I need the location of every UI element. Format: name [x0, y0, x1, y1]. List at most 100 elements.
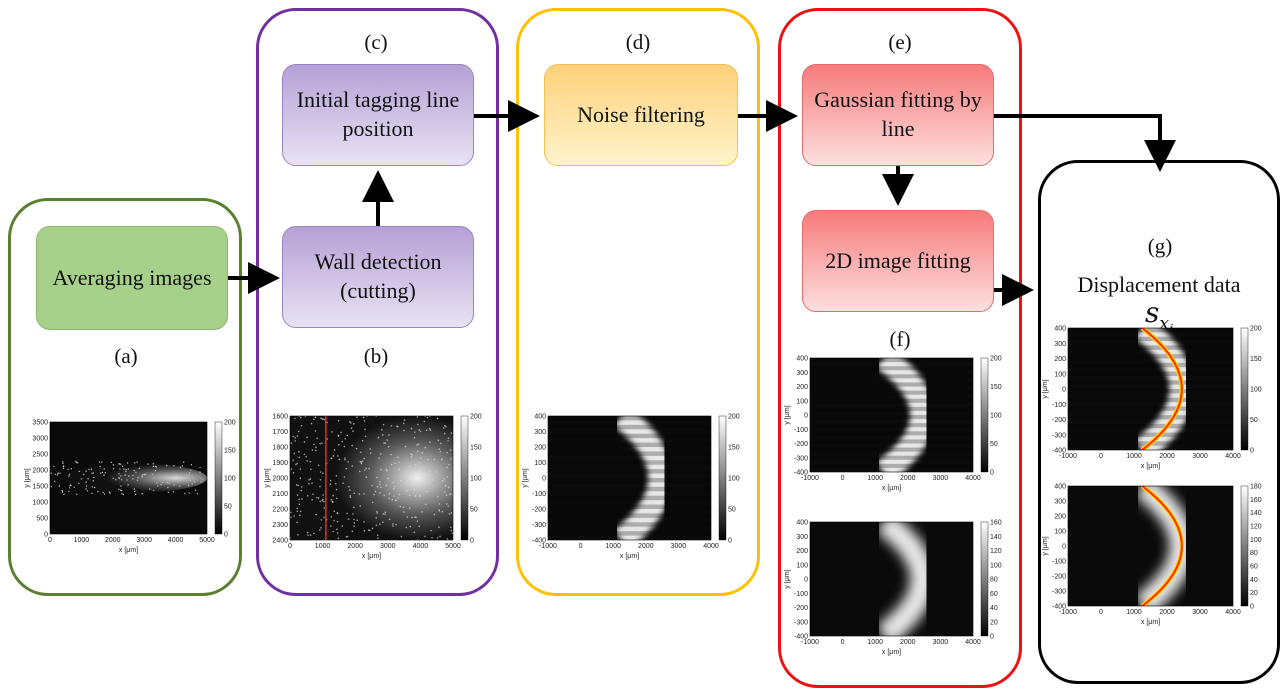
x-tick: 2000	[1159, 453, 1175, 460]
x-tick: 2000	[105, 537, 121, 544]
y-tick: 1900	[272, 460, 288, 467]
y-tick: 500	[36, 516, 48, 523]
x-tick: -1000	[1059, 453, 1077, 460]
colorbar-tick: 100	[990, 562, 1002, 569]
colorbar-tick: 60	[1250, 564, 1258, 571]
y-tick: 400	[1054, 326, 1066, 333]
y-tick: -400	[794, 634, 808, 641]
x-axis-label: x [μm]	[362, 553, 381, 560]
y-tick: -200	[794, 605, 808, 612]
panel-d	[516, 8, 760, 596]
y-tick: 2000	[32, 468, 48, 475]
colorbar-tick: 150	[224, 448, 236, 455]
colorbar-tick: 20	[1250, 590, 1258, 597]
y-tick: -100	[532, 491, 546, 498]
colorbar	[1240, 327, 1249, 451]
colorbar	[1240, 485, 1249, 607]
colorbar	[980, 357, 989, 473]
y-tick: -300	[532, 522, 546, 529]
y-tick: 0	[1062, 387, 1066, 394]
y-tick: -400	[532, 538, 546, 545]
x-tick: 4000	[1225, 609, 1241, 616]
x-axis-label: x [μm]	[1141, 619, 1160, 626]
colorbar-tick: 50	[470, 507, 478, 514]
x-tick: 4000	[965, 475, 981, 482]
label-b: (b)	[363, 344, 389, 368]
x-tick: -1000	[801, 475, 819, 482]
x-tick: 3000	[1192, 609, 1208, 616]
colorbar-tick: 50	[1250, 417, 1258, 424]
y-tick: 100	[1054, 371, 1066, 378]
colorbar-tick: 150	[990, 384, 1002, 391]
colorbar-tick: 100	[224, 476, 236, 483]
colorbar	[718, 415, 727, 541]
trace-line	[1141, 486, 1183, 606]
y-tick: 300	[1054, 341, 1066, 348]
x-tick: 3000	[933, 475, 949, 482]
label-g: (g)	[1147, 234, 1173, 258]
y-tick: -300	[1052, 589, 1066, 596]
y-tick: 100	[796, 562, 808, 569]
colorbar-tick: 160	[1250, 497, 1262, 504]
x-tick: 1000	[867, 475, 883, 482]
colorbar-tick: 0	[990, 470, 994, 477]
colorbar-tick: 0	[1250, 448, 1254, 455]
y-tick: 3500	[32, 420, 48, 427]
y-axis-label: y [μm]	[784, 405, 791, 424]
y-tick: -100	[1052, 559, 1066, 566]
colorbar-tick: 200	[728, 414, 740, 421]
colorbar-tick: 50	[728, 507, 736, 514]
y-axis-label: y [μm]	[264, 468, 271, 487]
y-tick: 2500	[32, 452, 48, 459]
x-tick: 2000	[638, 543, 654, 550]
colorbar-tick: 120	[990, 548, 1002, 555]
colorbar-tick: 140	[990, 534, 1002, 541]
x-tick: 0	[288, 543, 292, 550]
y-tick: 300	[796, 534, 808, 541]
label-a: (a)	[114, 344, 138, 368]
x-tick: 2000	[1159, 609, 1175, 616]
x-tick: 1000	[74, 537, 90, 544]
y-tick: 0	[44, 532, 48, 539]
y-tick: 0	[804, 577, 808, 584]
image-fitting-node: 2D image fitting	[802, 210, 994, 312]
displacement-title: Displacement data	[1077, 272, 1241, 297]
colorbar	[980, 521, 989, 637]
y-tick: 200	[1054, 514, 1066, 521]
colorbar-tick: 0	[470, 538, 474, 545]
x-tick: 0	[841, 639, 845, 646]
y-tick: -200	[532, 507, 546, 514]
colorbar-tick: 50	[990, 441, 998, 448]
y-tick: -100	[794, 427, 808, 434]
label-c: (c)	[364, 30, 388, 54]
x-tick: 0	[1099, 609, 1103, 616]
colorbar-tick: 0	[990, 634, 994, 641]
y-tick: 0	[542, 476, 546, 483]
label-f: (f)	[889, 327, 911, 351]
colorbar-tick: 150	[728, 445, 740, 452]
colorbar-tick: 150	[1250, 356, 1262, 363]
colorbar-tick: 0	[728, 538, 732, 545]
initial-tagging-node: Initial tagging line position	[282, 64, 474, 166]
y-tick: -300	[1052, 432, 1066, 439]
y-tick: 200	[796, 548, 808, 555]
colorbar-tick: 80	[1250, 550, 1258, 557]
y-tick: -400	[1052, 448, 1066, 455]
x-tick: 1000	[867, 639, 883, 646]
colorbar-tick: 100	[470, 476, 482, 483]
y-axis-label: y [μm]	[1042, 379, 1049, 398]
gaussian-fitting-node: Gaussian fitting by line	[802, 64, 994, 166]
y-tick: 1000	[32, 500, 48, 507]
x-tick: 2000	[900, 639, 916, 646]
colorbar-tick: 200	[1250, 326, 1262, 333]
x-tick: 5000	[445, 543, 461, 550]
colorbar-tick: 0	[1250, 604, 1254, 611]
colorbar-tick: 160	[990, 520, 1002, 527]
x-tick: 1000	[605, 543, 621, 550]
label-e: (e)	[888, 30, 912, 54]
